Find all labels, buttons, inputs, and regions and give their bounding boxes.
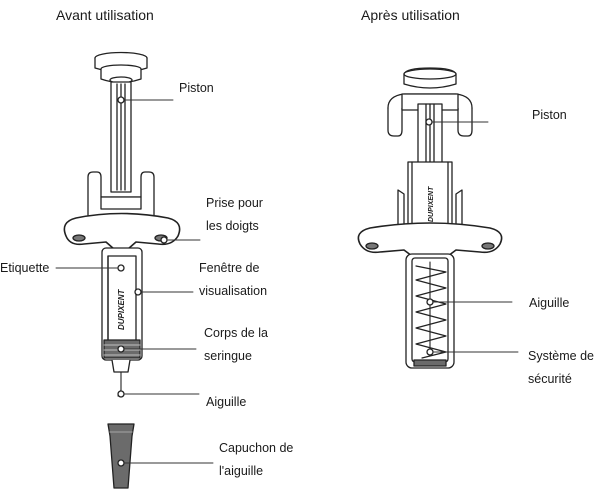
label-finger-grip-line1: Prise pour bbox=[206, 196, 263, 210]
label-etiquette: Etiquette bbox=[0, 261, 50, 275]
finger-grip-after bbox=[357, 222, 503, 257]
label-cap-line2: l'aiguille bbox=[219, 464, 264, 478]
label-cap-line1: Capuchon de bbox=[219, 441, 294, 455]
needle-cap-before bbox=[107, 423, 135, 489]
label-piston-before: Piston bbox=[179, 81, 214, 95]
callout-lines-after bbox=[431, 121, 519, 353]
brand-label-after: DUPIXENT bbox=[428, 186, 435, 222]
plunger-head-before bbox=[94, 51, 148, 84]
title-after: Après utilisation bbox=[361, 7, 460, 23]
plunger-head-after bbox=[387, 67, 473, 137]
title-before: Avant utilisation bbox=[56, 7, 154, 23]
safety-system-after bbox=[405, 253, 455, 369]
label-window-line2: visualisation bbox=[199, 284, 268, 298]
label-window-line1: Fenêtre de bbox=[199, 261, 260, 275]
brand-label-before: DUPIXENT bbox=[117, 288, 126, 330]
finger-grip-before bbox=[63, 171, 181, 250]
plunger-rod-after bbox=[417, 103, 443, 165]
label-finger-grip-line2: les doigts bbox=[206, 219, 259, 233]
label-safety-line2: sécurité bbox=[528, 372, 572, 386]
syringe-before bbox=[55, 51, 214, 489]
syringe-after bbox=[357, 67, 519, 369]
plunger-rod-before bbox=[110, 81, 132, 193]
label-barrel-line1: Corps de la bbox=[204, 326, 268, 340]
label-barrel-line2: seringue bbox=[204, 349, 252, 363]
label-piston-after: Piston bbox=[532, 108, 567, 122]
callout-lines-before bbox=[55, 99, 214, 464]
label-safety-line1: Système de bbox=[528, 349, 595, 363]
label-needle-before: Aiguille bbox=[206, 395, 247, 409]
label-needle-after: Aiguille bbox=[529, 296, 570, 310]
